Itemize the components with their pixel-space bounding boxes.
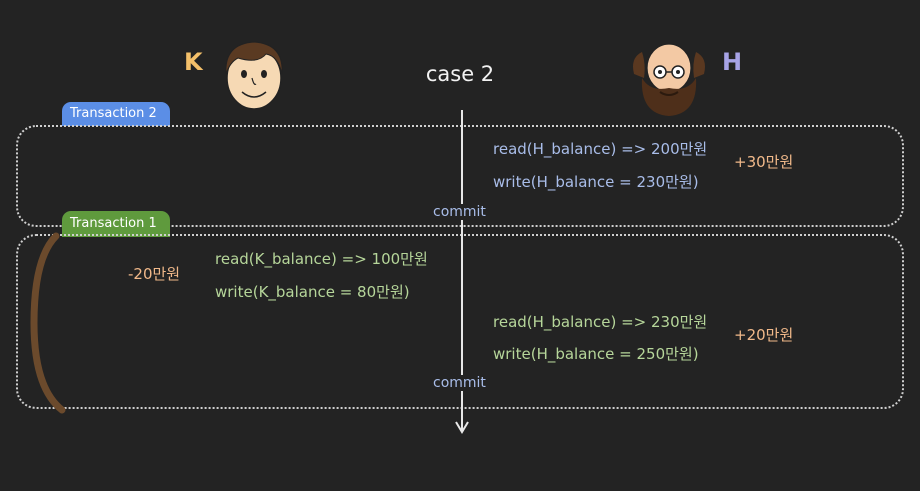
person-k-label: K bbox=[184, 48, 203, 76]
person-h-label: H bbox=[722, 48, 743, 76]
t1-h-write-line: write(H_balance = 250만원) bbox=[493, 345, 699, 363]
t2-write-line: write(H_balance = 230만원) bbox=[493, 173, 699, 191]
t1-commit-label: commit bbox=[431, 375, 488, 391]
transaction-2-box bbox=[16, 125, 904, 227]
diagram-title: case 2 bbox=[425, 62, 495, 86]
transaction-1-tag: Transaction 1 bbox=[62, 211, 170, 237]
transaction-1-box bbox=[16, 234, 904, 409]
transaction-2-tag: Transaction 2 bbox=[62, 102, 170, 126]
t2-commit-label: commit bbox=[431, 204, 488, 220]
t2-delta: +30만원 bbox=[734, 153, 794, 171]
t1-h-delta: +20만원 bbox=[734, 326, 794, 344]
t1-h-read-line: read(H_balance) => 230만원 bbox=[493, 313, 708, 331]
t1-k-delta: -20만원 bbox=[128, 265, 181, 283]
t1-k-write-line: write(K_balance = 80만원) bbox=[215, 283, 410, 301]
progress-bracket bbox=[30, 232, 66, 414]
person-h-avatar-icon bbox=[633, 43, 705, 116]
person-k-avatar-icon bbox=[225, 41, 283, 110]
t2-read-line: read(H_balance) => 200만원 bbox=[493, 140, 708, 158]
t1-k-read-line: read(K_balance) => 100만원 bbox=[215, 250, 428, 268]
